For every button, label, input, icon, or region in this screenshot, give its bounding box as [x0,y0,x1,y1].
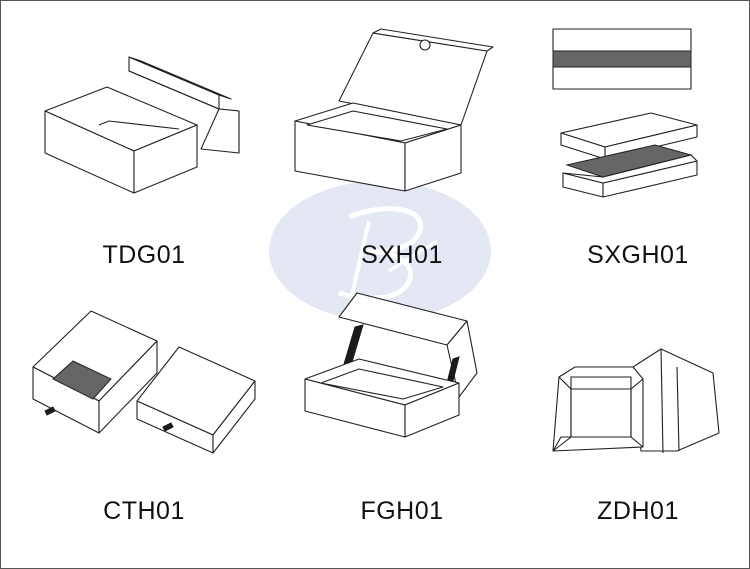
shoulder-box-icon [552,28,698,198]
product-tdg01[interactable]: TDG01 [19,21,269,301]
product-sxh01[interactable]: SXH01 [277,21,527,301]
product-fgh01[interactable]: FGH01 [277,287,527,567]
product-label: SXGH01 [587,241,689,269]
drawer-box-icon [32,310,256,454]
product-zdh01[interactable]: ZDH01 [513,287,749,567]
hinged-lid-ribbon-box-icon [304,292,478,438]
product-label: SXH01 [361,241,443,269]
watermark-logo [269,181,491,321]
product-label: TDG01 [102,241,186,269]
product-sxgh01[interactable]: SXGH01 [513,21,749,301]
product-label: CTH01 [103,497,185,525]
product-label: FGH01 [360,497,444,525]
magnetic-flap-box-icon [294,28,494,192]
product-label: ZDH01 [597,497,679,525]
lid-and-base-box-icon [44,56,240,194]
foldable-box-icon [552,348,720,454]
product-cth01[interactable]: CTH01 [19,287,269,567]
